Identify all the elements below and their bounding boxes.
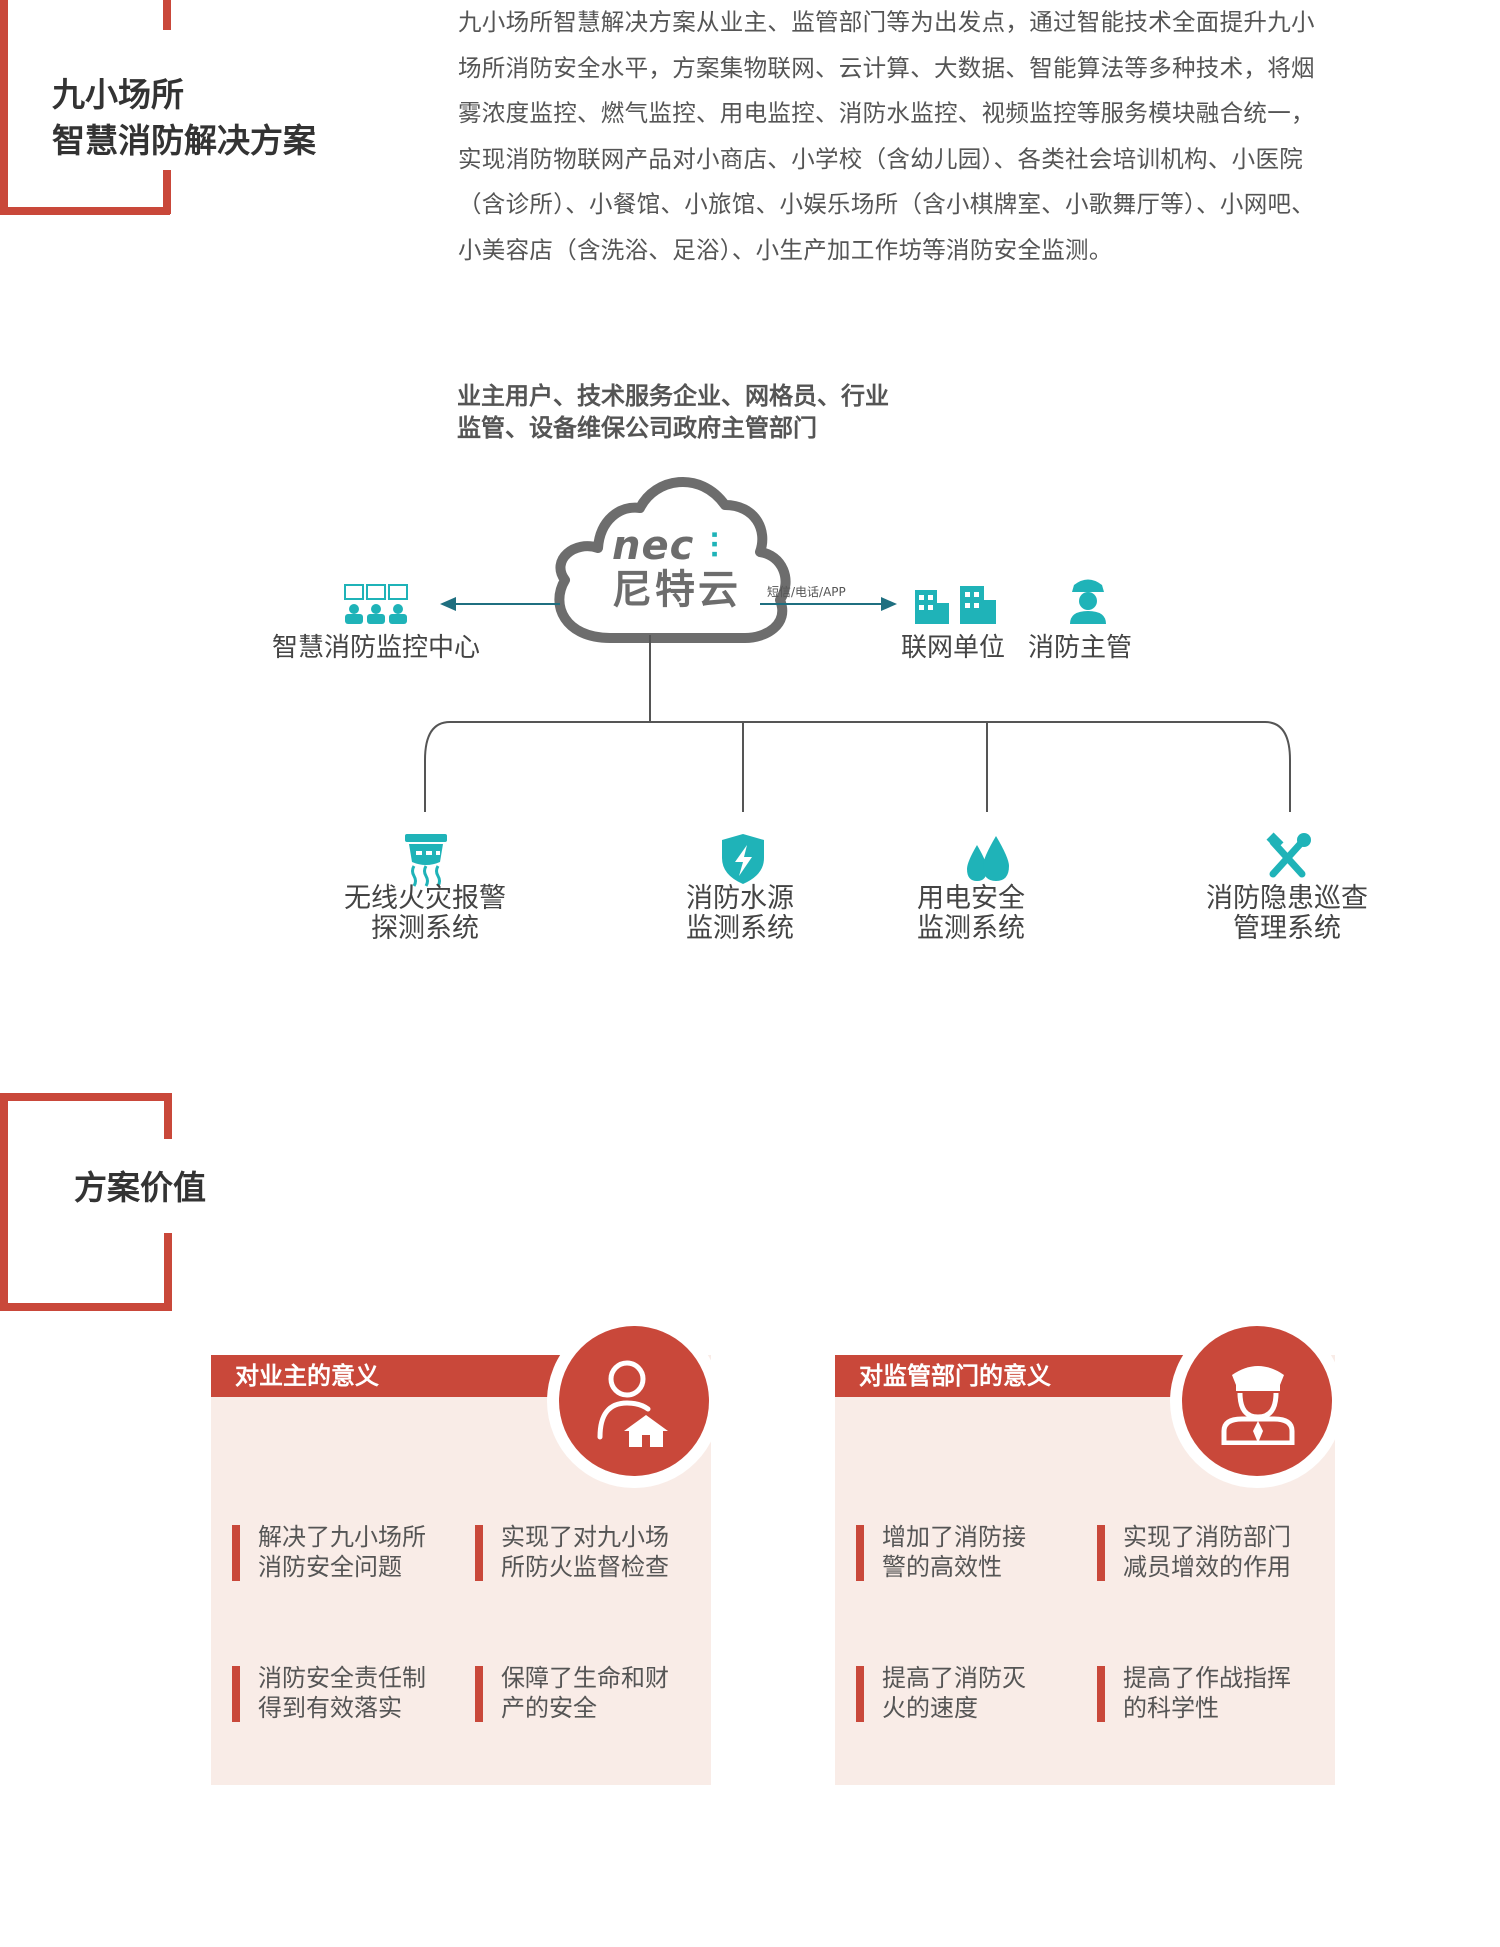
shield-bolt-icon (722, 834, 764, 884)
subsystem-line1: 用电安全 (917, 883, 1025, 914)
owner-item-1: 解决了九小场所 消防安全问题 (232, 1522, 426, 1582)
owner-item-2: 实现了对九小场 所防火监督检查 (475, 1522, 669, 1582)
subsystem-line1: 消防水源 (686, 883, 794, 914)
logo-accent-icon: ⫶ (710, 527, 719, 567)
section2-title: 方案价值 (74, 1168, 206, 1207)
section1-title-line1: 九小场所 (52, 75, 184, 114)
owner-item-4: 保障了生命和财 产的安全 (475, 1663, 669, 1723)
subsystem-line1: 无线火灾报警 (344, 883, 506, 914)
user-home-icon (597, 1360, 668, 1447)
subsystem-water-source: 消防水源 监测系统 (640, 884, 840, 944)
intro-line: 雾浓度监控、燃气监控、用电监控、消防水监控、视频监控等服务模块融合统一， (458, 99, 1315, 127)
cloud-icon (554, 477, 791, 643)
channel-label: 短信/电话/APP (767, 585, 846, 599)
section1-title-line2: 智慧消防解决方案 (52, 121, 316, 160)
smoke-detector-icon (405, 834, 447, 887)
intro-line: 小美容店（含洗浴、足浴）、小生产加工作坊等消防安全监测。 (458, 235, 1113, 264)
subsystem-electric-safety: 用电安全 监测系统 (871, 884, 1071, 944)
subsystem-line2: 监测系统 (917, 913, 1025, 944)
regulator-circle-fill (1182, 1326, 1332, 1476)
owner-card-title: 对业主的意义 (211, 1355, 571, 1397)
section1-title: 九小场所 智慧消防解决方案 (52, 72, 316, 164)
subsystem-line1: 消防隐患巡查 (1206, 883, 1368, 914)
owner-item-3: 消防安全责任制 得到有效落实 (232, 1663, 426, 1723)
officer-icon (1221, 1366, 1295, 1445)
users-line2: 监管、设备维保公司政府主管部门 (457, 414, 817, 442)
water-drops-icon (967, 836, 1009, 881)
users-line1: 业主用户、技术服务企业、网格员、行业 (457, 382, 889, 410)
subsystem-fire-alarm: 无线火灾报警 探测系统 (325, 884, 525, 944)
tools-icon (1266, 832, 1311, 878)
intro-line: 九小场所智慧解决方案从业主、监管部门等为出发点，通过智能技术全面提升九小 (458, 8, 1315, 36)
monitor-center-label: 智慧消防监控中心 (271, 633, 480, 663)
intro-paragraph: 九小场所智慧解决方案从业主、监管部门等为出发点，通过智能技术全面提升九小 场所消… (458, 0, 1498, 273)
regulator-item-1: 增加了消防接 警的高效性 (856, 1522, 1026, 1582)
regulator-item-4: 提高了作战指挥 的科学性 (1097, 1663, 1291, 1723)
diagram-users: 业主用户、技术服务企业、网格员、行业 监管、设备维保公司政府主管部门 (457, 380, 889, 444)
logo-latin: nec (612, 523, 695, 569)
fire-authority-label: 消防主管 (1027, 633, 1132, 663)
intro-line: （含诊所）、小餐馆、小旅馆、小娱乐场所（含小棋牌室、小歌舞厅等）、小网吧、 (458, 190, 1316, 218)
regulator-item-2: 实现了消防部门 减员增效的作用 (1097, 1522, 1291, 1582)
network-unit-label: 联网单位 (900, 633, 1005, 663)
subsystem-hazard-patrol: 消防隐患巡查 管理系统 (1187, 884, 1387, 944)
intro-line: 实现消防物联网产品对小商店、小学校（含幼儿园）、各类社会培训机构、小医院 (458, 144, 1304, 173)
monitor-center-icon (344, 584, 408, 624)
subsystem-line2: 管理系统 (1233, 913, 1341, 944)
buildings-icon (915, 586, 996, 624)
fire-officer-icon (1070, 579, 1106, 624)
intro-line: 场所消防安全水平，方案集物联网、云计算、大数据、智能算法等多种技术，将烟 (458, 53, 1315, 82)
logo-cn: 尼特云 (612, 567, 741, 613)
subsystem-line2: 监测系统 (686, 913, 794, 944)
regulator-item-3: 提高了消防灭 火的速度 (856, 1663, 1026, 1723)
subsystem-line2: 探测系统 (371, 913, 479, 944)
architecture-diagram (344, 477, 1311, 887)
regulator-card-title: 对监管部门的意义 (835, 1355, 1195, 1397)
